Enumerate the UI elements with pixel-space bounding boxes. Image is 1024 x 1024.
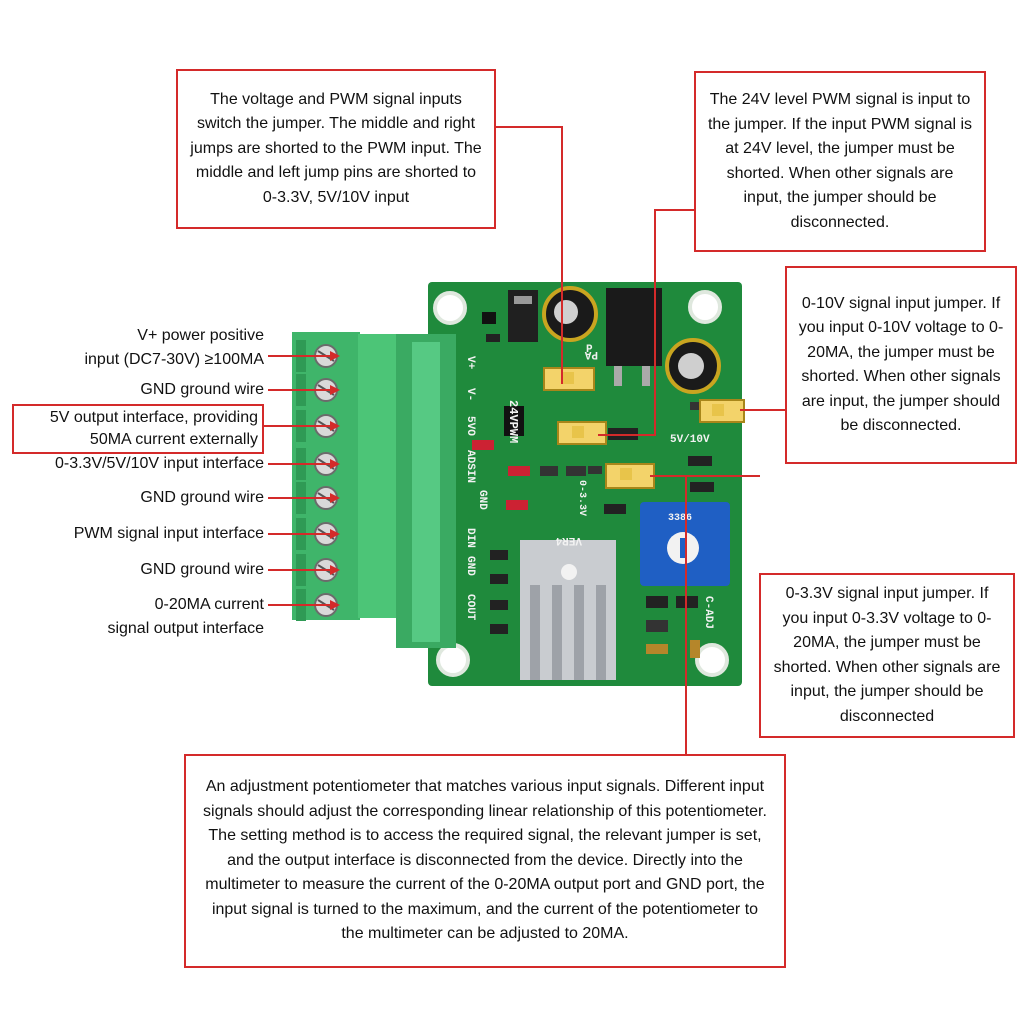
callout-text: 0-3.3V signal input jumper. If you input… (773, 585, 1001, 725)
label-line: GND ground wire (140, 381, 264, 398)
silk-pa: PA (584, 348, 598, 360)
silk-pwm-range: 24VPWM (506, 400, 520, 443)
silk-ver: VER4 (555, 534, 582, 546)
regulator-right (606, 288, 662, 366)
silk-5vo: 5VO (464, 416, 476, 436)
callout-24v-pwm-jumper: The 24V level PWM signal is input to the… (694, 71, 986, 252)
jumper-0-10v (699, 399, 745, 423)
silk-p: P (586, 344, 593, 356)
heatsink (520, 540, 616, 680)
label-line: V+ power positive (137, 327, 264, 344)
mount-hole-tl (433, 291, 467, 325)
callout-text: The 24V level PWM signal is input to the… (707, 91, 973, 231)
callout-0-3v3-jumper: 0-3.3V signal input jumper. If you input… (759, 573, 1015, 738)
label-5v-output: 5V output interface, providing 50MA curr… (12, 404, 264, 454)
jumper-0-3v3 (605, 463, 655, 489)
silk-vplus: V+ (464, 356, 476, 370)
callout-text: The voltage and PWM signal inputs switch… (190, 90, 482, 206)
label-line: GND ground wire (140, 489, 264, 506)
silk-cout: COUT (464, 594, 476, 621)
silk-c-adj: C-ADJ (702, 596, 714, 629)
label-voltage-input: 0-3.3V/5V/10V input interface (55, 452, 264, 476)
jumper-pwm-select (543, 367, 595, 391)
callout-potentiometer: An adjustment potentiometer that matches… (184, 754, 786, 968)
mount-hole-bl (436, 643, 470, 677)
silk-0-3v3: 0-3.3V (576, 480, 587, 516)
silk-gnd2: GND (464, 556, 476, 576)
label-gnd-3: GND ground wire (140, 558, 264, 582)
label-line: 0-3.3V/5V/10V input interface (54, 455, 264, 472)
jumper-24v-pwm (557, 421, 607, 445)
callout-text: An adjustment potentiometer that matches… (203, 778, 767, 943)
label-vplus-power: V+ power positive input (DC7-30V) ≥100MA (84, 324, 264, 372)
label-gnd-2: GND ground wire (140, 486, 264, 510)
label-line: 0-20MA current (154, 596, 264, 613)
label-line: PWM signal input interface (73, 525, 264, 542)
label-current-output: 0-20MA current signal output interface (107, 593, 264, 641)
label-line: GND ground wire (140, 561, 264, 578)
label-gnd-1: GND ground wire (140, 378, 264, 402)
label-line: signal output interface (107, 620, 264, 637)
callout-text: 0-10V signal input jumper. If you input … (798, 294, 1004, 435)
silk-din: DIN (464, 528, 476, 548)
silk-adsin: ADSIN (464, 450, 476, 483)
callout-0-10v-jumper: 0-10V signal input jumper. If you input … (785, 266, 1017, 464)
label-pwm-input: PWM signal input interface (74, 522, 264, 546)
label-line: 50MA current externally (89, 431, 258, 448)
leader-lines (264, 126, 786, 756)
silk-5v10v: 5V/10V (670, 434, 710, 446)
callout-pwm-voltage-jumper: The voltage and PWM signal inputs switch… (176, 69, 496, 229)
mount-hole-tr (688, 290, 722, 324)
silk-gnd1: GND (476, 490, 488, 510)
label-line: input (DC7-30V) ≥100MA (84, 351, 264, 368)
mount-hole-br (695, 643, 729, 677)
label-line: 5V output interface, providing (49, 409, 258, 426)
silk-vminus: V- (464, 388, 476, 401)
silk-pot-code: 3386 (668, 513, 692, 524)
